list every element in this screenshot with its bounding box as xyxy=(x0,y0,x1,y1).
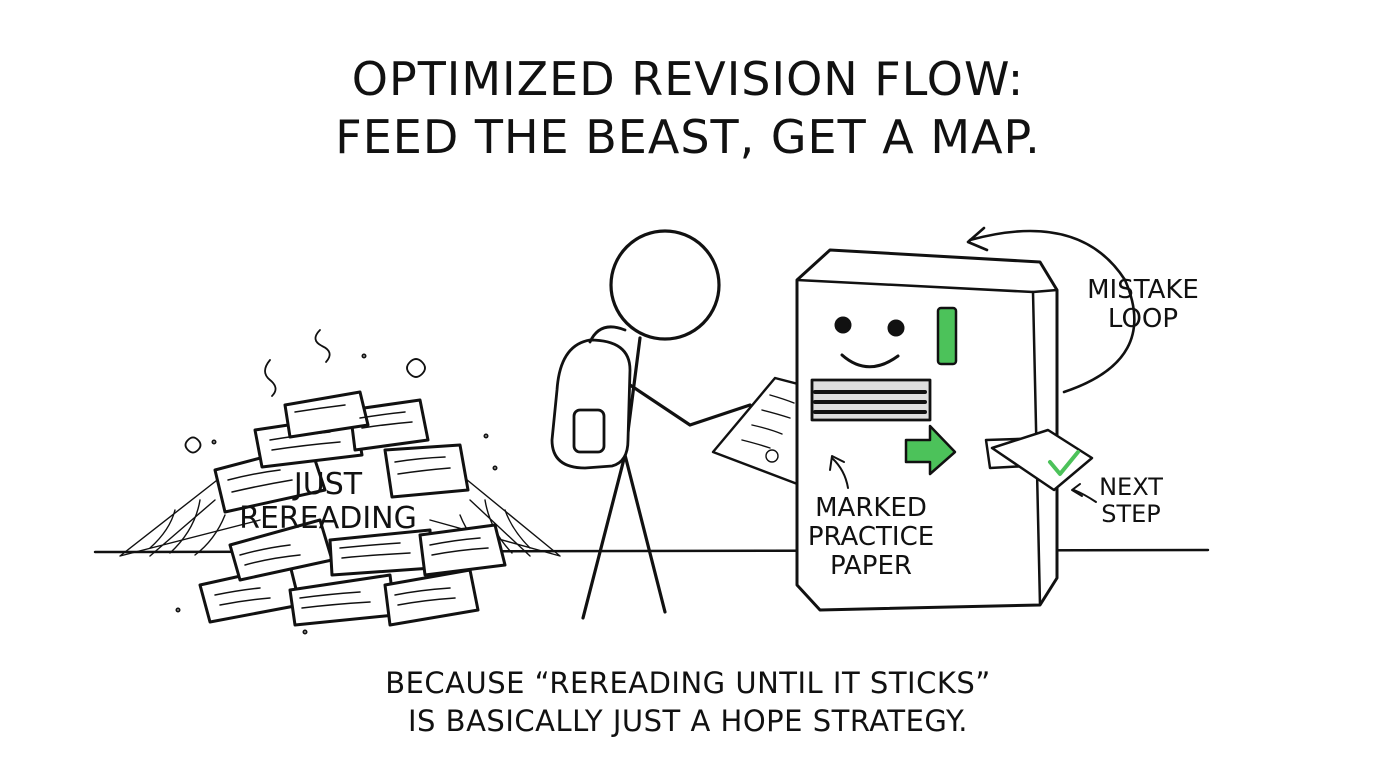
paper-pointer-arrow xyxy=(831,457,849,489)
loop-label-line-1: MISTAKE xyxy=(1087,275,1199,305)
pile-label-line-1: JUST xyxy=(293,467,363,502)
output-card-icon xyxy=(990,428,1094,492)
revision-machine-icon xyxy=(795,248,1094,612)
pile-label: JUST REREADING xyxy=(228,468,428,535)
title-line-1: OPTIMIZED REVISION FLOW: xyxy=(351,52,1025,106)
smiley-face-icon xyxy=(834,316,905,369)
stick-figure-icon xyxy=(581,229,752,620)
paper-label: MARKED PRACTICE PAPER xyxy=(786,493,956,582)
loop-label-line-2: LOOP xyxy=(1107,304,1179,335)
green-arrow-icon xyxy=(904,424,957,476)
caption-line-2: IS BASICALLY JUST A HOPE STRATEGY. xyxy=(408,704,968,738)
paper-label-line-3: PAPER xyxy=(830,551,912,582)
paper-pile-icon xyxy=(119,329,561,635)
paper-label-line-1: MARKED xyxy=(815,493,927,523)
pile-label-line-2: REREADING xyxy=(239,500,417,536)
next-step-label-line-2: STEP xyxy=(1101,499,1161,528)
mistake-loop-arrow xyxy=(968,229,1136,394)
paper-label-line-2: PRACTICE xyxy=(807,522,935,553)
loop-label: MISTAKE LOOP xyxy=(1068,275,1218,335)
checkmark-icon xyxy=(1048,450,1080,476)
title-line-2: FEED THE BEAST, GET A MAP. xyxy=(335,110,1041,164)
next-step-label: NEXT STEP xyxy=(1086,474,1176,528)
next-step-pointer-arrow xyxy=(1073,489,1097,503)
next-step-label-line-1: NEXT xyxy=(1099,473,1163,501)
caption-line-1: BECAUSE “REREADING UNTIL IT STICKS” xyxy=(385,666,991,700)
backpack-icon xyxy=(550,325,632,470)
